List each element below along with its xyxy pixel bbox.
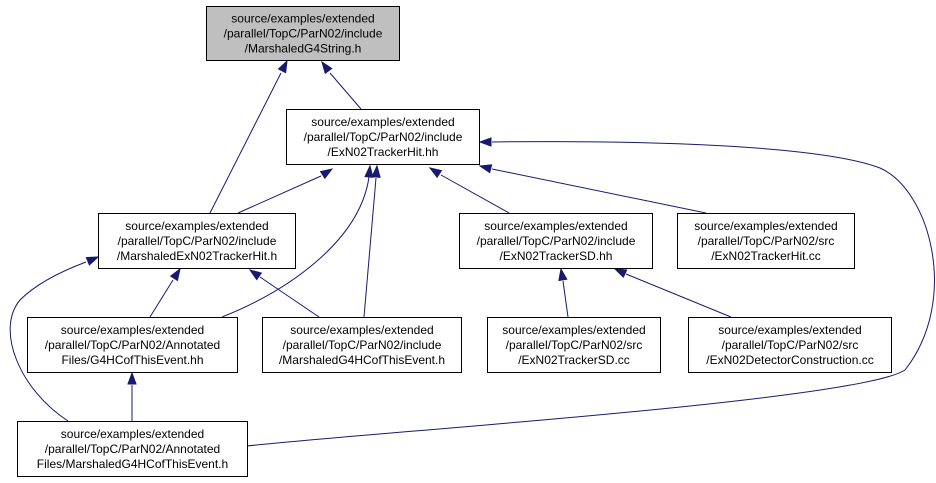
node-label-line: source/examples/extended xyxy=(290,323,433,337)
node-label-line: /parallel/TopC/ParN02/src xyxy=(698,234,835,248)
edge-include-marshaled-g4hcofthisevent-h-to-marshaled-exn02trackerhit-h xyxy=(248,269,320,318)
node-label-line: /parallel/TopC/ParN02/include xyxy=(477,234,636,248)
node-label-line: /MarshaledG4HCofThisEvent.h xyxy=(279,353,445,367)
node-box[interactable] xyxy=(27,317,238,373)
node-label-line: source/examples/extended xyxy=(125,219,268,233)
edge-line xyxy=(491,168,707,214)
node-label-line: source/examples/extended xyxy=(694,219,837,233)
node-label-line: /parallel/TopC/ParN02/include xyxy=(118,234,277,248)
node-include-marshaled-g4hcofthisevent-h[interactable]: source/examples/extended/parallel/TopC/P… xyxy=(262,317,462,373)
node-marshaled-exn02trackerhit-h[interactable]: source/examples/extended/parallel/TopC/P… xyxy=(98,213,296,269)
node-label-line: /parallel/TopC/ParN02/Annotated xyxy=(45,338,220,352)
edge-exn02detectorconstruction-cc-to-exn02trackersd-hh xyxy=(613,268,732,318)
node-label-line: /parallel/TopC/ParN02/src xyxy=(722,338,859,352)
node-label-line: source/examples/extended xyxy=(231,12,374,26)
arrowhead-icon xyxy=(364,164,374,178)
edge-line xyxy=(9,261,87,422)
arrowhead-icon xyxy=(85,256,100,266)
node-box[interactable] xyxy=(688,317,892,373)
edge-line xyxy=(363,177,377,318)
edge-annotated-marshaled-g4hcofthisevent-h-to-exn02trackerhit-hh xyxy=(246,137,935,447)
edge-line xyxy=(209,72,282,214)
edge-annotated-marshaled-g4hcofthisevent-h-to-g4hcofthisevent-hh xyxy=(127,371,137,421)
node-box[interactable] xyxy=(17,421,248,477)
node-label-line: /parallel/TopC/ParN02/include xyxy=(224,27,383,41)
node-box[interactable] xyxy=(677,213,855,269)
edge-exn02trackersd-hh-to-exn02trackerhit-hh xyxy=(428,167,510,214)
arrowhead-icon xyxy=(478,137,492,147)
edge-marshaled-exn02trackerhit-h-to-marshaled-g4string xyxy=(209,59,288,214)
node-marshaled-g4string[interactable]: source/examples/extended/parallel/TopC/P… xyxy=(206,6,400,61)
edge-g4hcofthisevent-hh-to-marshaled-exn02trackerhit-h xyxy=(149,267,181,318)
node-layer: source/examples/extended/parallel/TopC/P… xyxy=(17,6,892,477)
node-box[interactable] xyxy=(487,317,661,373)
arrowhead-icon xyxy=(321,60,333,75)
edge-exn02trackerhit-hh-to-marshaled-g4string xyxy=(321,60,362,110)
edge-line xyxy=(221,176,370,318)
arrowhead-icon xyxy=(558,267,568,282)
node-label-line: /ExN02DetectorConstruction.cc xyxy=(706,353,873,367)
edge-line xyxy=(246,141,935,447)
arrowhead-icon xyxy=(371,164,381,178)
node-exn02detectorconstruction-cc[interactable]: source/examples/extended/parallel/TopC/P… xyxy=(688,317,892,373)
node-label-line: source/examples/extended xyxy=(502,323,645,337)
arrowhead-icon xyxy=(428,167,443,179)
node-label-line: source/examples/extended xyxy=(484,219,627,233)
node-label-line: /parallel/TopC/ParN02/include xyxy=(283,338,442,352)
node-g4hcofthisevent-hh[interactable]: source/examples/extended/parallel/TopC/P… xyxy=(27,317,238,373)
arrowhead-icon xyxy=(277,59,288,74)
node-label-line: /ExN02TrackerHit.cc xyxy=(711,249,821,263)
edge-annotated-marshaled-g4hcofthisevent-h-to-marshaled-exn02trackerhit-h xyxy=(9,256,100,422)
arrowhead-icon xyxy=(613,268,628,279)
node-label-line: source/examples/extended xyxy=(61,427,204,441)
node-label-line: /MarshaledG4String.h xyxy=(245,42,362,56)
node-label-line: source/examples/extended xyxy=(311,115,454,129)
node-label-line: Files/MarshaledG4HCofThisEvent.h xyxy=(37,457,228,471)
node-label-line: Files/G4HCofThisEvent.hh xyxy=(61,353,203,367)
edge-line xyxy=(237,175,322,214)
edge-line xyxy=(625,273,732,318)
node-box[interactable] xyxy=(206,6,400,61)
node-exn02trackerhit-cc[interactable]: source/examples/extended/parallel/TopC/P… xyxy=(677,213,855,269)
arrowhead-icon xyxy=(248,269,263,281)
arrowhead-icon xyxy=(169,267,181,282)
edge-line xyxy=(259,276,320,318)
arrowhead-icon xyxy=(127,371,137,385)
node-label-line: /parallel/TopC/ParN02/include xyxy=(304,130,463,144)
edge-line xyxy=(329,72,362,110)
node-label-line: /ExN02TrackerSD.hh xyxy=(500,249,613,263)
edge-layer xyxy=(9,59,935,447)
edge-exn02trackersd-cc-to-exn02trackersd-hh xyxy=(558,267,569,318)
node-label-line: /ExN02TrackerHit.hh xyxy=(328,145,439,159)
edge-line xyxy=(149,279,174,318)
edge-exn02trackerhit-cc-to-exn02trackerhit-hh xyxy=(478,164,707,214)
edge-line xyxy=(440,174,510,214)
node-label-line: source/examples/extended xyxy=(718,323,861,337)
node-box[interactable] xyxy=(459,213,653,269)
node-exn02trackersd-cc[interactable]: source/examples/extended/parallel/TopC/P… xyxy=(487,317,661,373)
node-label-line: /MarshaledExN02TrackerHit.h xyxy=(117,249,277,263)
node-exn02trackerhit-hh[interactable]: source/examples/extended/parallel/TopC/P… xyxy=(286,109,480,165)
arrowhead-icon xyxy=(478,164,493,174)
node-annotated-marshaled-g4hcofthisevent-h[interactable]: source/examples/extended/parallel/TopC/P… xyxy=(17,421,248,477)
edge-line xyxy=(562,280,569,318)
node-label-line: /parallel/TopC/ParN02/Annotated xyxy=(45,442,220,456)
node-label-line: source/examples/extended xyxy=(61,323,204,337)
edge-g4hcofthisevent-hh-to-exn02trackerhit-hh xyxy=(221,164,374,318)
node-label-line: /parallel/TopC/ParN02/src xyxy=(506,338,643,352)
node-exn02trackersd-hh[interactable]: source/examples/extended/parallel/TopC/P… xyxy=(459,213,653,269)
edge-marshaled-exn02trackerhit-h-to-exn02trackerhit-hh xyxy=(237,168,334,214)
node-box[interactable] xyxy=(286,109,480,165)
node-box[interactable] xyxy=(262,317,462,373)
arrowhead-icon xyxy=(319,168,334,180)
edge-include-marshaled-g4hcofthisevent-h-to-exn02trackerhit-hh xyxy=(363,164,381,318)
node-box[interactable] xyxy=(98,213,296,269)
node-label-line: /ExN02TrackerSD.cc xyxy=(518,353,630,367)
